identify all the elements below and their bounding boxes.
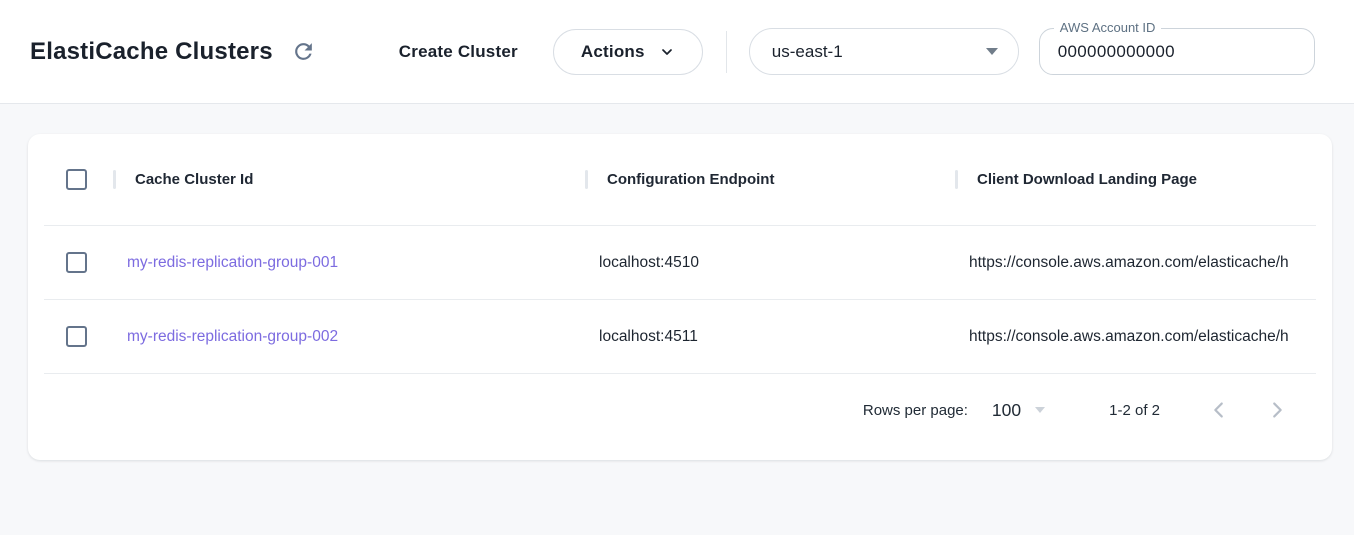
refresh-icon [291, 39, 316, 64]
clusters-table-card: Cache Cluster Id Configuration Endpoint … [28, 134, 1332, 460]
pagination-range-label: 1-2 of 2 [1109, 401, 1160, 419]
cluster-id-link[interactable]: my-redis-replication-group-002 [127, 327, 339, 345]
caret-down-icon [985, 48, 998, 55]
page-title: ElastiCache Clusters [30, 37, 273, 65]
header-divider [725, 30, 727, 73]
refresh-button[interactable] [287, 35, 321, 69]
region-select-value: us-east-1 [771, 41, 843, 61]
configuration-endpoint-value: localhost:4511 [599, 327, 698, 345]
row-checkbox-cell [28, 252, 113, 273]
aws-account-id-input[interactable] [1057, 41, 1296, 62]
cell-cache-cluster-id: my-redis-replication-group-002 [113, 328, 585, 346]
column-resize-handle[interactable] [585, 170, 588, 189]
rows-per-page-label: Rows per page: [862, 401, 968, 419]
table-pagination: Rows per page: 100 1-2 of 2 [28, 374, 1332, 446]
create-cluster-button[interactable]: Create Cluster [398, 41, 518, 61]
select-all-checkbox[interactable] [66, 169, 87, 190]
landing-page-url: https://console.aws.amazon.com/elasticac… [969, 253, 1289, 271]
cluster-id-link[interactable]: my-redis-replication-group-001 [127, 253, 339, 271]
chevron-down-icon [659, 44, 675, 60]
table-row: my-redis-replication-group-002 localhost… [28, 300, 1332, 373]
column-header-label: Configuration Endpoint [607, 171, 775, 188]
actions-dropdown-button[interactable]: Actions [552, 28, 703, 75]
configuration-endpoint-value: localhost:4510 [599, 253, 699, 271]
row-divider [44, 373, 1316, 374]
row-divider [44, 225, 1316, 226]
chevron-right-icon [1266, 399, 1288, 421]
chevron-left-icon [1208, 399, 1230, 421]
row-checkbox[interactable] [66, 252, 87, 273]
header-checkbox-cell [28, 169, 113, 190]
column-header-label: Client Download Landing Page [977, 171, 1198, 188]
rows-per-page-value: 100 [991, 399, 1022, 420]
cell-cache-cluster-id: my-redis-replication-group-001 [113, 254, 585, 272]
actions-button-label: Actions [580, 41, 645, 61]
rows-per-page-select[interactable]: 100 [991, 399, 1046, 421]
row-checkbox-cell [28, 326, 113, 347]
aws-account-id-label: AWS Account ID [1053, 20, 1162, 35]
column-resize-handle[interactable] [955, 170, 958, 189]
table-row: my-redis-replication-group-001 localhost… [28, 226, 1332, 299]
row-checkbox[interactable] [66, 326, 87, 347]
top-header-bar: ElastiCache Clusters Create Cluster Acti… [0, 0, 1354, 104]
header-cell-cache-cluster-id: Cache Cluster Id [113, 170, 585, 189]
column-header-label: Cache Cluster Id [135, 171, 254, 188]
cell-configuration-endpoint: localhost:4511 [585, 328, 955, 346]
cell-configuration-endpoint: localhost:4510 [585, 254, 955, 272]
previous-page-button[interactable] [1202, 393, 1236, 427]
cell-client-download-landing-page: https://console.aws.amazon.com/elasticac… [955, 254, 1332, 272]
aws-account-id-field: AWS Account ID [1038, 20, 1315, 75]
next-page-button[interactable] [1260, 393, 1294, 427]
cell-client-download-landing-page: https://console.aws.amazon.com/elasticac… [955, 328, 1332, 346]
region-select[interactable]: us-east-1 [748, 28, 1019, 75]
header-cell-configuration-endpoint: Configuration Endpoint [585, 170, 955, 189]
table-header-row: Cache Cluster Id Configuration Endpoint … [28, 134, 1332, 225]
row-divider [44, 299, 1316, 300]
header-cell-client-download-landing-page: Client Download Landing Page [955, 170, 1332, 189]
caret-down-icon [1035, 407, 1046, 413]
column-resize-handle[interactable] [113, 170, 116, 189]
landing-page-url: https://console.aws.amazon.com/elasticac… [969, 327, 1289, 345]
